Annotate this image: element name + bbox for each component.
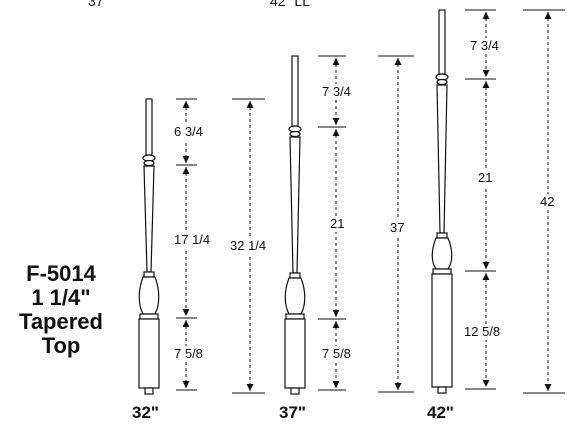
dim-32-bottom: 7 5/8 bbox=[174, 346, 203, 361]
dim-37-overall: 37 bbox=[390, 220, 404, 235]
title-line-style: Tapered bbox=[19, 309, 103, 334]
title-line-top: Top bbox=[41, 333, 81, 358]
dim-37-bottom: 7 5/8 bbox=[322, 346, 351, 361]
dim-32-middle: 17 1/4 bbox=[174, 232, 210, 247]
dim-37-top: 7 3/4 bbox=[322, 84, 351, 99]
label-37: 37" bbox=[279, 403, 306, 422]
product-title: F-5014 1 1/4" Tapered Top bbox=[2, 262, 120, 358]
dim-42-top: 7 3/4 bbox=[470, 38, 499, 53]
dim-42-bottom: 12 5/8 bbox=[464, 324, 500, 339]
top-cut-text-left: 37 bbox=[88, 0, 104, 9]
baluster-37 bbox=[284, 55, 306, 395]
dim-42-overall: 42 bbox=[540, 194, 554, 209]
baluster-42 bbox=[431, 9, 453, 394]
baluster-32 bbox=[138, 98, 160, 395]
title-line-model: F-5014 bbox=[26, 261, 96, 286]
label-32: 32" bbox=[132, 403, 159, 422]
top-cut-text-right: 42" LL bbox=[270, 0, 310, 9]
label-42: 42" bbox=[427, 403, 454, 422]
title-line-size: 1 1/4" bbox=[31, 285, 91, 310]
dims-37 bbox=[318, 55, 414, 393]
dim-42-middle: 21 bbox=[478, 170, 492, 185]
dim-37-middle: 21 bbox=[330, 216, 344, 231]
dim-32-overall: 32 1/4 bbox=[230, 238, 266, 253]
dim-32-top: 6 3/4 bbox=[174, 124, 203, 139]
